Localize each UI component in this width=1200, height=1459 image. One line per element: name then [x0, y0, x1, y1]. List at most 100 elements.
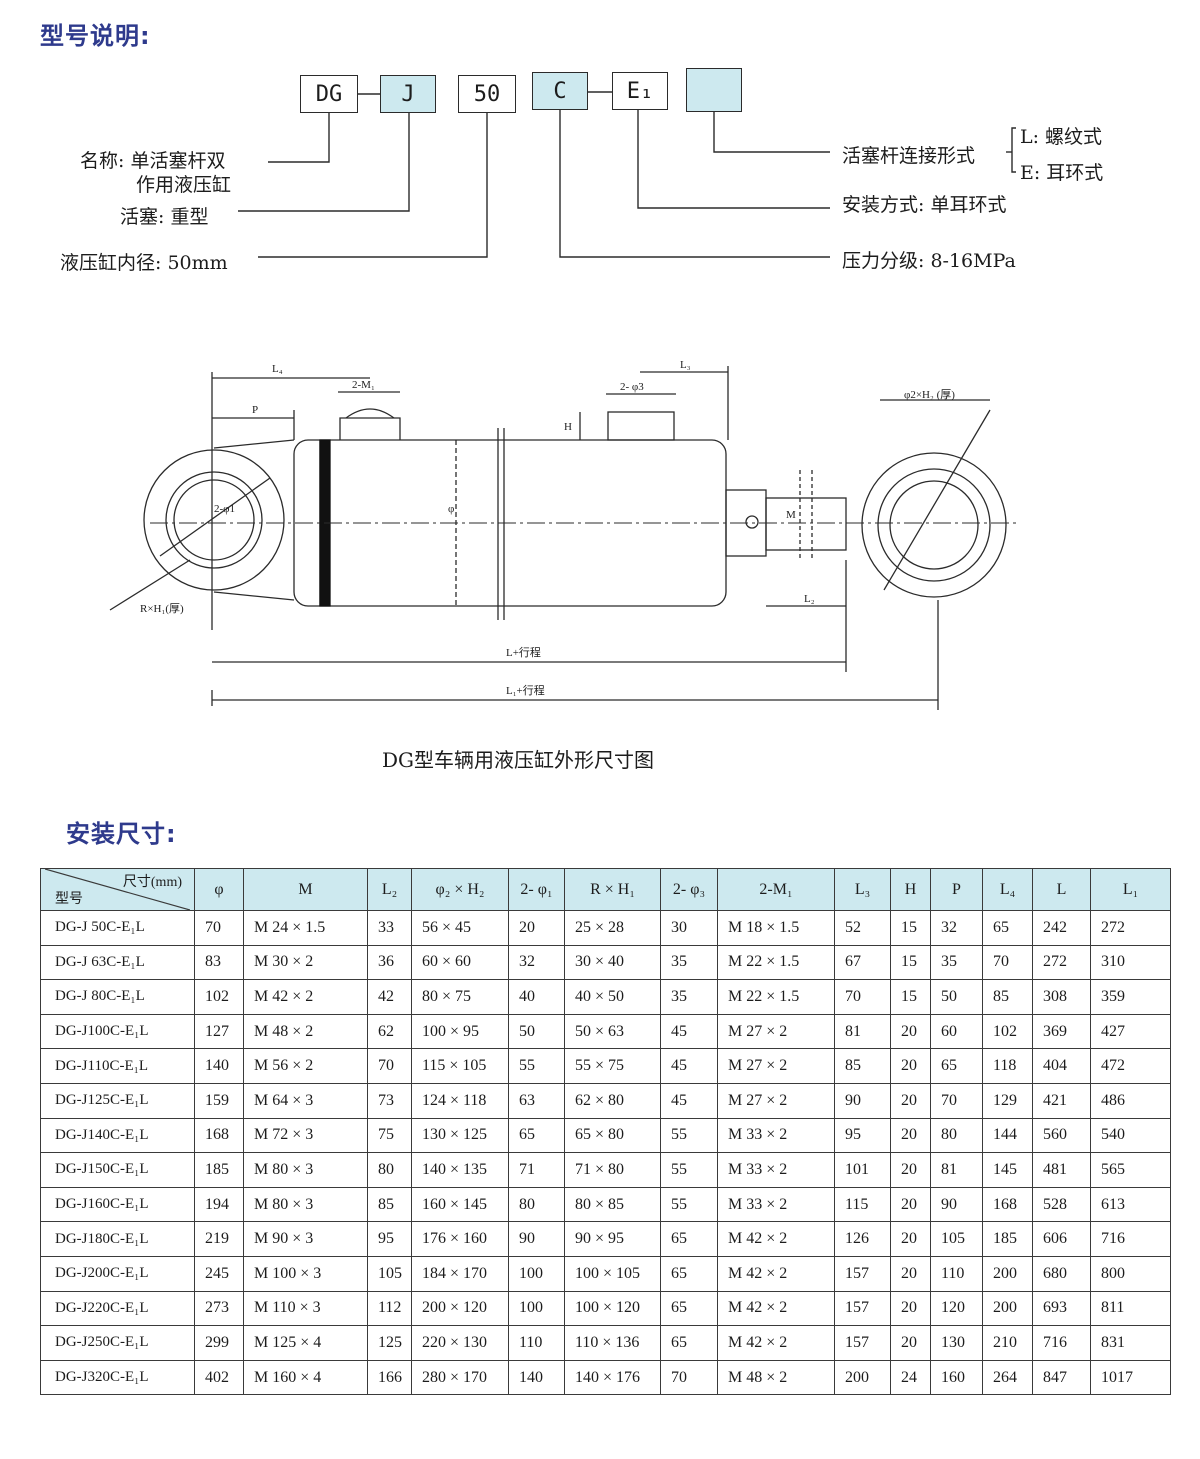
table-cell: M 22 × 1.5 — [717, 979, 835, 1015]
table-cell: 85 — [982, 979, 1033, 1015]
table-cell: 811 — [1090, 1290, 1171, 1327]
table-cell: 90 — [508, 1221, 565, 1257]
table-cell: 70 — [660, 1359, 718, 1396]
col-header-l: L — [1032, 868, 1091, 911]
table-cell: M 18 × 1.5 — [717, 910, 835, 946]
table-cell: 50 × 63 — [564, 1013, 661, 1050]
table-cell: 30 — [660, 910, 718, 946]
table-cell: 70 — [930, 1082, 983, 1119]
section-heading-model: 型号说明: — [40, 22, 151, 50]
table-cell: 20 — [890, 1048, 931, 1084]
table-cell: 65 — [660, 1255, 718, 1292]
table-cell: 124 × 118 — [411, 1082, 509, 1119]
table-cell: 194 — [194, 1186, 244, 1223]
table-cell: M 125 × 4 — [243, 1325, 368, 1361]
table-cell: 105 — [930, 1221, 983, 1257]
corner-label-dimension: 尺寸(mm) — [122, 875, 182, 890]
table-cell: 528 — [1032, 1186, 1091, 1223]
table-cell: 693 — [1032, 1290, 1091, 1327]
table-cell: 219 — [194, 1221, 244, 1257]
table-cell: 157 — [834, 1325, 891, 1361]
table-cell: 272 — [1032, 944, 1091, 981]
table-cell: 184 × 170 — [411, 1255, 509, 1292]
table-cell: 264 — [982, 1359, 1033, 1396]
dimension-table: 尺寸(mm) 型号 φ M L₂ φ₂ × H₂ 2- φ₁ R × H₁ 2-… — [40, 868, 1171, 1396]
table-cell: 60 — [930, 1013, 983, 1050]
table-cell: 280 × 170 — [411, 1359, 509, 1396]
table-cell: M 100 × 3 — [243, 1255, 368, 1292]
table-cell: M 33 × 2 — [717, 1152, 835, 1188]
table-cell: 20 — [508, 910, 565, 946]
col-header-h: H — [890, 868, 931, 911]
table-cell: 157 — [834, 1290, 891, 1327]
legend-bore: 液压缸内径: 50mm — [60, 252, 228, 274]
table-cell: 245 — [194, 1255, 244, 1292]
cell-model: DG-J 50C-E₁L — [40, 910, 195, 946]
table-cell: 56 × 45 — [411, 910, 509, 946]
table-cell: 20 — [890, 1325, 931, 1361]
table-cell: 144 — [982, 1117, 1033, 1154]
table-cell: 20 — [890, 1082, 931, 1119]
table-cell: 140 × 135 — [411, 1152, 509, 1188]
table-cell: 110 × 136 — [564, 1325, 661, 1361]
cell-model: DG-J 63C-E₁L — [40, 944, 195, 981]
table-cell: 32 — [930, 910, 983, 946]
table-cell: 60 × 60 — [411, 944, 509, 981]
cell-model: DG-J150C-E₁L — [40, 1152, 195, 1188]
col-header-l1: L₁ — [1090, 868, 1171, 911]
table-cell: 15 — [890, 979, 931, 1015]
table-cell: 90 — [930, 1186, 983, 1223]
dim-label-2phi1: 2-φ1 — [214, 503, 235, 515]
table-cell: 105 — [367, 1255, 412, 1292]
table-cell: M 27 × 2 — [717, 1013, 835, 1050]
table-cell: 62 × 80 — [564, 1082, 661, 1119]
table-cell: 20 — [890, 1255, 931, 1292]
table-cell: 613 — [1090, 1186, 1171, 1223]
table-cell: 63 — [508, 1082, 565, 1119]
section-heading-dimensions: 安装尺寸: — [66, 820, 177, 848]
table-cell: 145 — [982, 1152, 1033, 1188]
cell-model: DG-J160C-E₁L — [40, 1186, 195, 1223]
cell-model: DG-J110C-E₁L — [40, 1048, 195, 1084]
table-cell: 100 — [508, 1290, 565, 1327]
table-cell: 95 — [834, 1117, 891, 1154]
col-header-p: P — [930, 868, 983, 911]
table-cell: 20 — [890, 1013, 931, 1050]
legend-mounting: 安装方式: 单耳环式 — [842, 194, 1007, 216]
table-cell: 560 — [1032, 1117, 1091, 1154]
table-cell: 185 — [194, 1152, 244, 1188]
col-header-2phi1: 2- φ₁ — [508, 868, 565, 911]
code-box-series: DG — [300, 75, 358, 113]
table-cell: 20 — [890, 1152, 931, 1188]
dim-label-l3: L₃ — [680, 359, 691, 371]
table-cell: 200 — [982, 1255, 1033, 1292]
table-cell: 70 — [194, 910, 244, 946]
table-cell: 402 — [194, 1359, 244, 1396]
table-cell: 472 — [1090, 1048, 1171, 1084]
dim-label-2phi3: 2- φ3 — [620, 381, 644, 393]
table-cell: M 30 × 2 — [243, 944, 368, 981]
table-cell: M 110 × 3 — [243, 1290, 368, 1327]
table-cell: 80 × 85 — [564, 1186, 661, 1223]
table-cell: 55 — [660, 1152, 718, 1188]
table-cell: 95 — [367, 1221, 412, 1257]
table-cell: M 42 × 2 — [717, 1290, 835, 1327]
col-header-l2: L₂ — [367, 868, 412, 911]
table-cell: 168 — [982, 1186, 1033, 1223]
table-cell: 242 — [1032, 910, 1091, 946]
table-cell: 140 — [194, 1048, 244, 1084]
col-header-l4: L₄ — [982, 868, 1033, 911]
table-cell: 90 × 95 — [564, 1221, 661, 1257]
table-cell: 157 — [834, 1255, 891, 1292]
table-cell: 90 — [834, 1082, 891, 1119]
table-cell: 115 — [834, 1186, 891, 1223]
table-cell: 70 — [367, 1048, 412, 1084]
table-cell: M 48 × 2 — [243, 1013, 368, 1050]
cell-model: DG-J100C-E₁L — [40, 1013, 195, 1050]
table-cell: 421 — [1032, 1082, 1091, 1119]
cell-model: DG-J220C-E₁L — [40, 1290, 195, 1327]
